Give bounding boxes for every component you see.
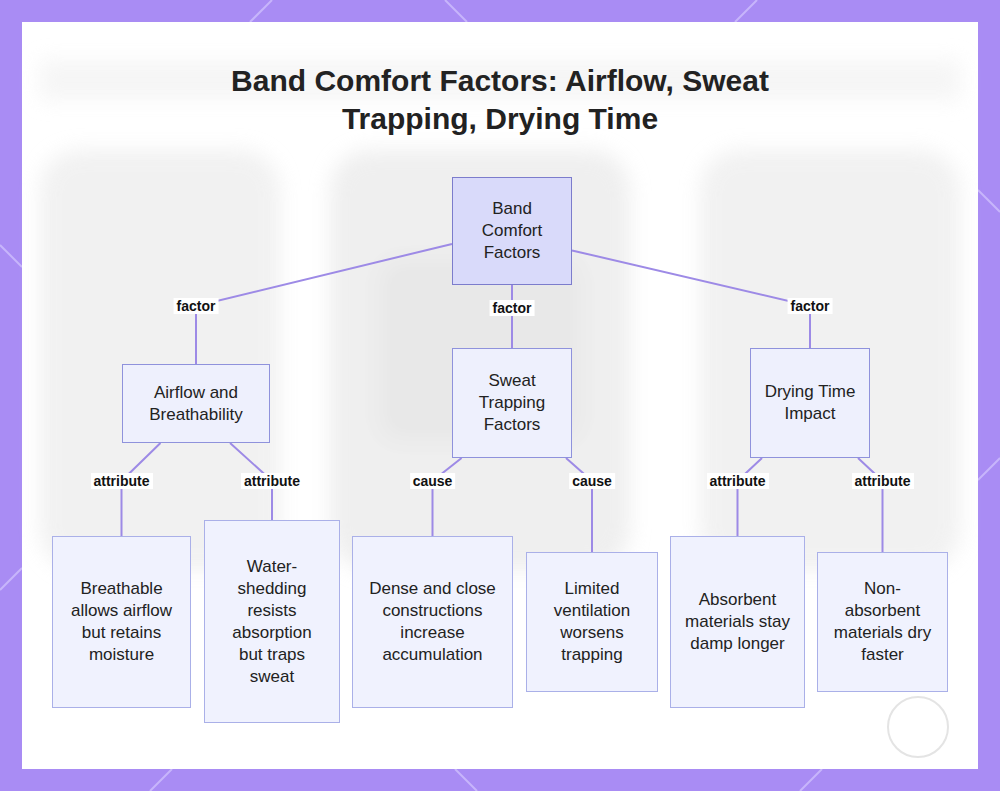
detail-box: Dense and close constructions increase a…	[352, 536, 513, 708]
detail-box: Non-absorbent materials dry faster	[817, 552, 948, 692]
root-concept-box: Band Comfort Factors	[452, 177, 572, 285]
connector-line	[572, 250, 810, 348]
diagram-title: Band Comfort Factors: Airflow, Sweat Tra…	[210, 62, 790, 138]
blurred-band-photo	[40, 60, 960, 570]
edge-label: attribute	[91, 473, 153, 489]
node-text: Band Comfort Factors	[463, 198, 561, 264]
edge-label: cause	[410, 473, 456, 489]
connector-line	[196, 244, 452, 364]
canvas-area	[22, 22, 978, 769]
edge-label: attribute	[241, 473, 303, 489]
node-text: Absorbent materials stay damp longer	[685, 589, 790, 655]
node-text: Breathable allows airflow but retains mo…	[67, 578, 176, 666]
watermark-logo	[888, 697, 948, 757]
node-text: Water-shedding resists absorption but tr…	[219, 556, 325, 688]
connector-line	[511, 285, 513, 348]
factor-box: Drying Time Impact	[750, 348, 870, 458]
detail-box: Limited ventilation worsens trapping	[526, 552, 658, 692]
edge-label: attribute	[707, 473, 769, 489]
detail-box: Water-shedding resists absorption but tr…	[204, 520, 340, 723]
node-text: Non-absorbent materials dry faster	[832, 578, 933, 666]
factor-box: Sweat Trapping Factors	[452, 348, 572, 458]
edge-label: attribute	[852, 473, 914, 489]
node-text: Limited ventilation worsens trapping	[541, 578, 643, 666]
node-text: Airflow and Breathability	[131, 382, 261, 426]
node-text: Sweat Trapping Factors	[463, 370, 561, 436]
edge-label: factor	[788, 298, 833, 314]
detail-box: Breathable allows airflow but retains mo…	[52, 536, 191, 708]
node-text: Dense and close constructions increase a…	[367, 578, 498, 666]
node-text: Drying Time Impact	[763, 381, 857, 425]
edge-label: cause	[569, 473, 615, 489]
connector-line	[122, 443, 161, 536]
edge-label: factor	[174, 298, 219, 314]
detail-box: Absorbent materials stay damp longer	[670, 536, 805, 708]
edge-label: factor	[490, 300, 535, 316]
factor-box: Airflow and Breathability	[122, 364, 270, 443]
connector-line	[738, 458, 763, 536]
connector-line	[433, 458, 462, 536]
